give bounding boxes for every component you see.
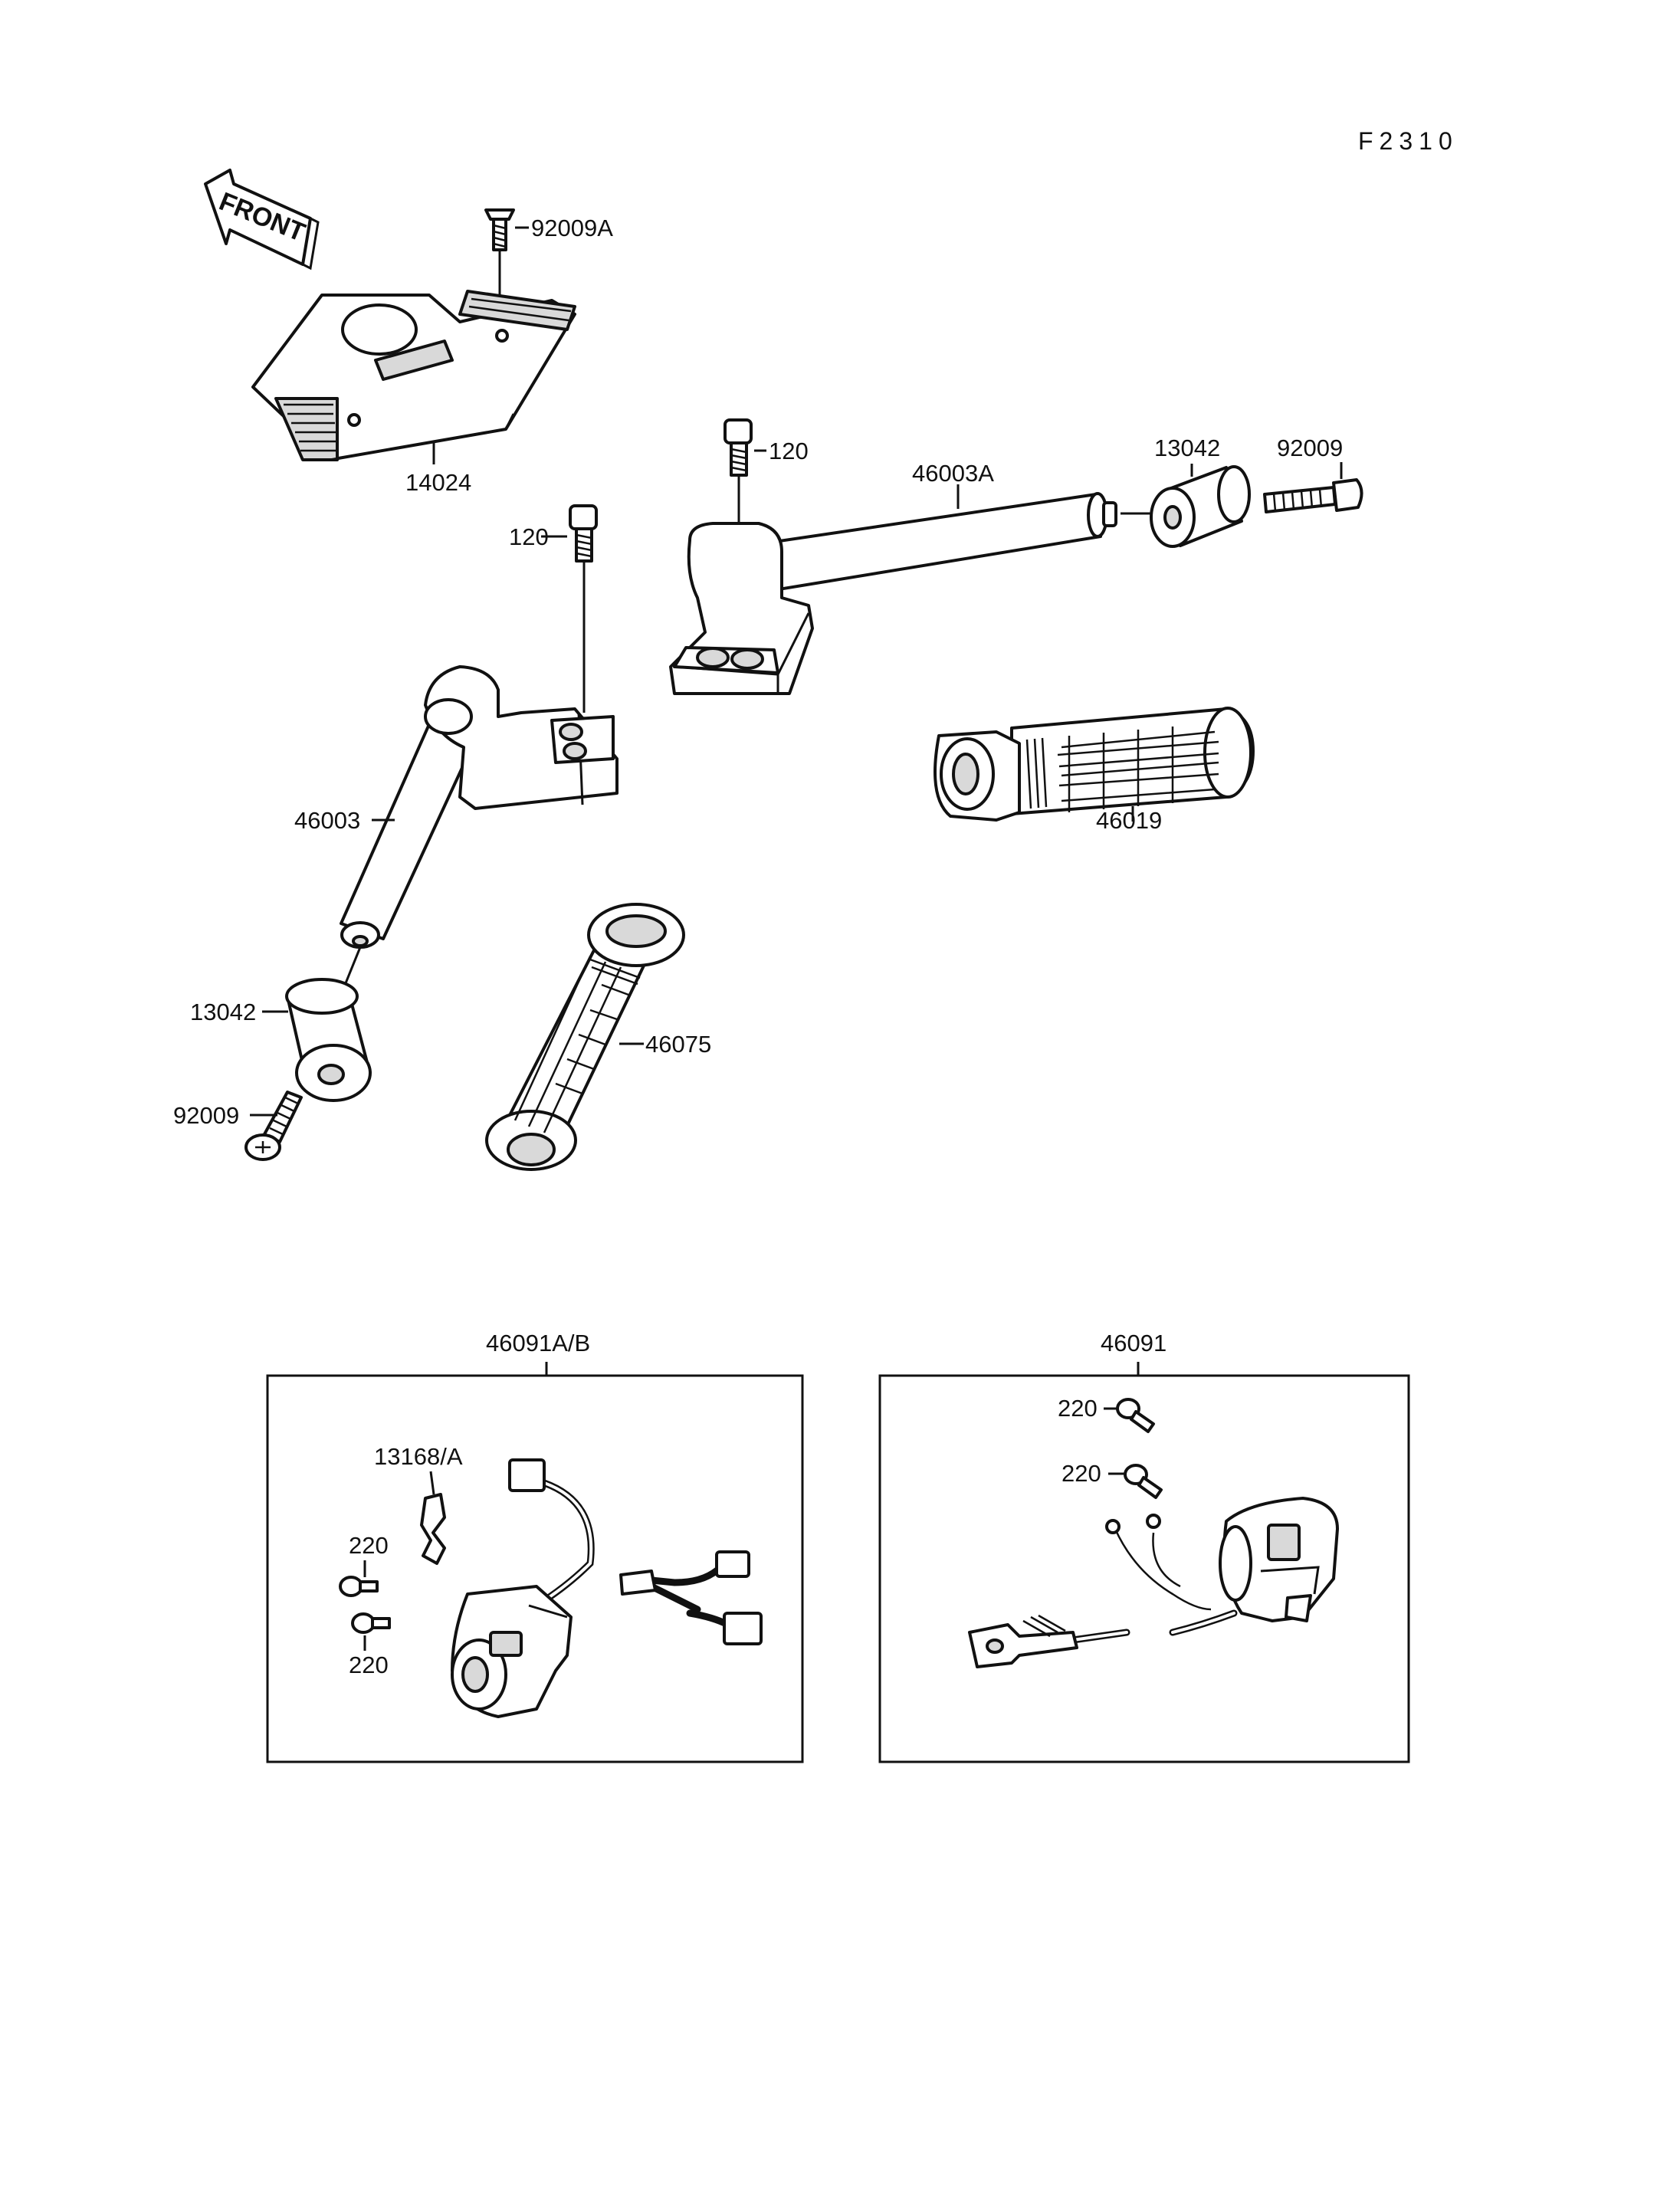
- assembly-box-46091: [878, 1362, 1410, 1763]
- screw-220-right-top: [1116, 1398, 1155, 1433]
- label-46003A: 46003A: [912, 460, 994, 487]
- grip-46075: [485, 903, 685, 1171]
- label-46075: 46075: [645, 1031, 711, 1058]
- handlebar-46003: [336, 665, 619, 1005]
- label-220-left-top: 220: [349, 1532, 389, 1559]
- switch-housing-right: [968, 1497, 1339, 1668]
- bar-end-13042-left: [262, 978, 372, 1102]
- assembly-box-46091AB: [266, 1362, 804, 1763]
- handlebar-46003A: [669, 484, 1117, 695]
- front-arrow-icon: FRONT: [204, 169, 320, 271]
- screw-220-right-second: [1124, 1464, 1163, 1499]
- label-220-right-top: 220: [1058, 1395, 1098, 1422]
- cover-14024: [251, 290, 576, 464]
- bolt-120-left: [541, 504, 598, 713]
- label-13042-left: 13042: [190, 999, 256, 1025]
- screw-92009A: [484, 208, 529, 316]
- label-92009-right: 92009: [1277, 435, 1343, 461]
- label-13042-right: 13042: [1154, 435, 1220, 461]
- label-220-right-second: 220: [1061, 1460, 1101, 1487]
- grip-46019: [934, 707, 1255, 822]
- label-46003: 46003: [294, 807, 360, 834]
- label-120-left: 120: [509, 523, 549, 550]
- switch-housing-left: [451, 1458, 763, 1718]
- label-120-right: 120: [769, 438, 809, 464]
- label-46019: 46019: [1096, 807, 1162, 834]
- label-46091AB: 46091A/B: [486, 1330, 590, 1356]
- screw-92009-left: [244, 1091, 303, 1161]
- label-46091: 46091: [1101, 1330, 1166, 1356]
- label-92009A: 92009A: [531, 215, 613, 241]
- label-220-left-bottom: 220: [349, 1652, 389, 1678]
- label-92009-left: 92009: [173, 1102, 239, 1129]
- label-13168A: 13168/A: [374, 1443, 463, 1470]
- screw-220-left-bottom: [351, 1612, 391, 1634]
- clip-13168A: [420, 1493, 446, 1565]
- diagram-code: F2310: [1358, 127, 1459, 155]
- screw-92009-right: [1263, 462, 1363, 513]
- bar-end-13042-right: [1121, 464, 1251, 548]
- label-14024: 14024: [405, 469, 471, 496]
- screw-220-left-top: [339, 1576, 379, 1597]
